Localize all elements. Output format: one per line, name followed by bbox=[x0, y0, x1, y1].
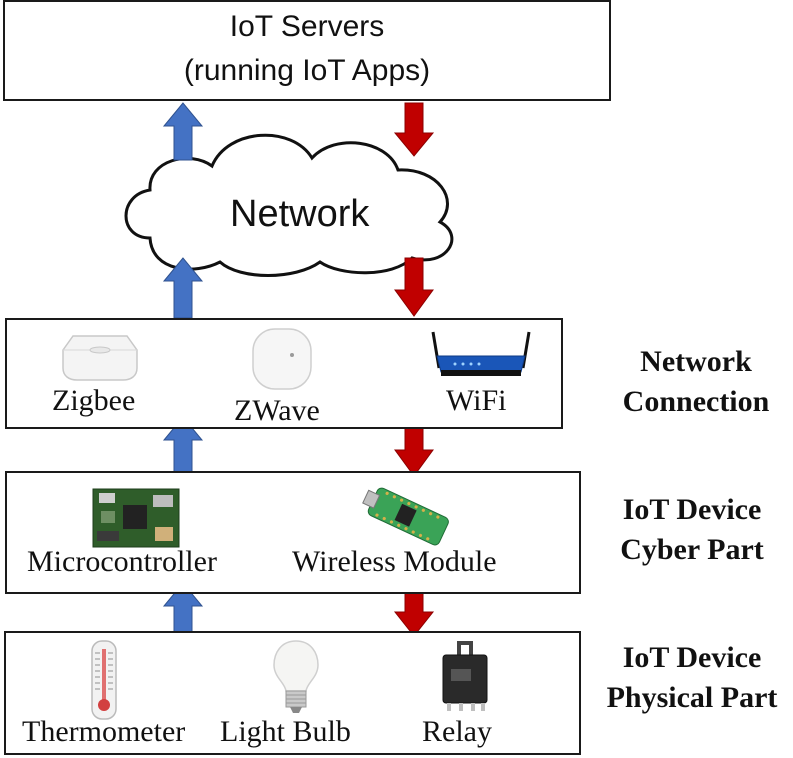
down-arrow-2 bbox=[394, 257, 434, 317]
physical-part-title-line1: IoT Device bbox=[622, 641, 762, 674]
network-connection-title: Network Connection bbox=[596, 342, 793, 422]
up-arrow-1 bbox=[162, 102, 204, 161]
zwave-hub-icon bbox=[252, 328, 312, 390]
thermometer-icon bbox=[91, 640, 117, 720]
servers-subtitle: (running IoT Apps) bbox=[183, 54, 431, 87]
wifi-label: WiFi bbox=[446, 384, 507, 417]
network-connection-box: Zigbee ZWave WiFi bbox=[5, 318, 563, 429]
cyber-part-title: IoT Device Cyber Part bbox=[592, 490, 792, 570]
zwave-label: ZWave bbox=[234, 394, 320, 427]
network-cloud bbox=[124, 133, 454, 277]
network-connection-title-line1: Network bbox=[640, 345, 752, 378]
thermometer-label: Thermometer bbox=[22, 715, 186, 748]
zigbee-hub-icon bbox=[62, 335, 138, 381]
servers-title: IoT Servers bbox=[229, 10, 385, 43]
physical-part-box: Thermometer Light Bulb Relay bbox=[4, 631, 581, 755]
wireless-module-icon bbox=[362, 487, 449, 546]
relay-label: Relay bbox=[422, 715, 492, 748]
iot-servers-box: IoT Servers (running IoT Apps) bbox=[3, 0, 611, 101]
network-label: Network bbox=[230, 193, 370, 235]
physical-part-title-line2: Physical Part bbox=[606, 681, 778, 714]
zigbee-label: Zigbee bbox=[52, 384, 136, 417]
cyber-part-title-line1: IoT Device bbox=[622, 493, 762, 526]
wireless-module-label: Wireless Module bbox=[292, 545, 497, 578]
microcontroller-board-icon bbox=[92, 488, 180, 548]
physical-part-title: IoT Device Physical Part bbox=[592, 638, 792, 718]
microcontroller-label: Microcontroller bbox=[27, 545, 217, 578]
cyber-part-box: Microcontroller Wireless Module bbox=[5, 471, 581, 594]
network-connection-title-line2: Connection bbox=[622, 385, 770, 418]
relay-icon bbox=[442, 641, 488, 711]
down-arrow-1 bbox=[393, 102, 435, 157]
wifi-router-icon bbox=[431, 331, 531, 376]
light-bulb-icon bbox=[273, 640, 319, 713]
cyber-part-title-line2: Cyber Part bbox=[620, 533, 764, 566]
light-bulb-label: Light Bulb bbox=[220, 715, 351, 748]
